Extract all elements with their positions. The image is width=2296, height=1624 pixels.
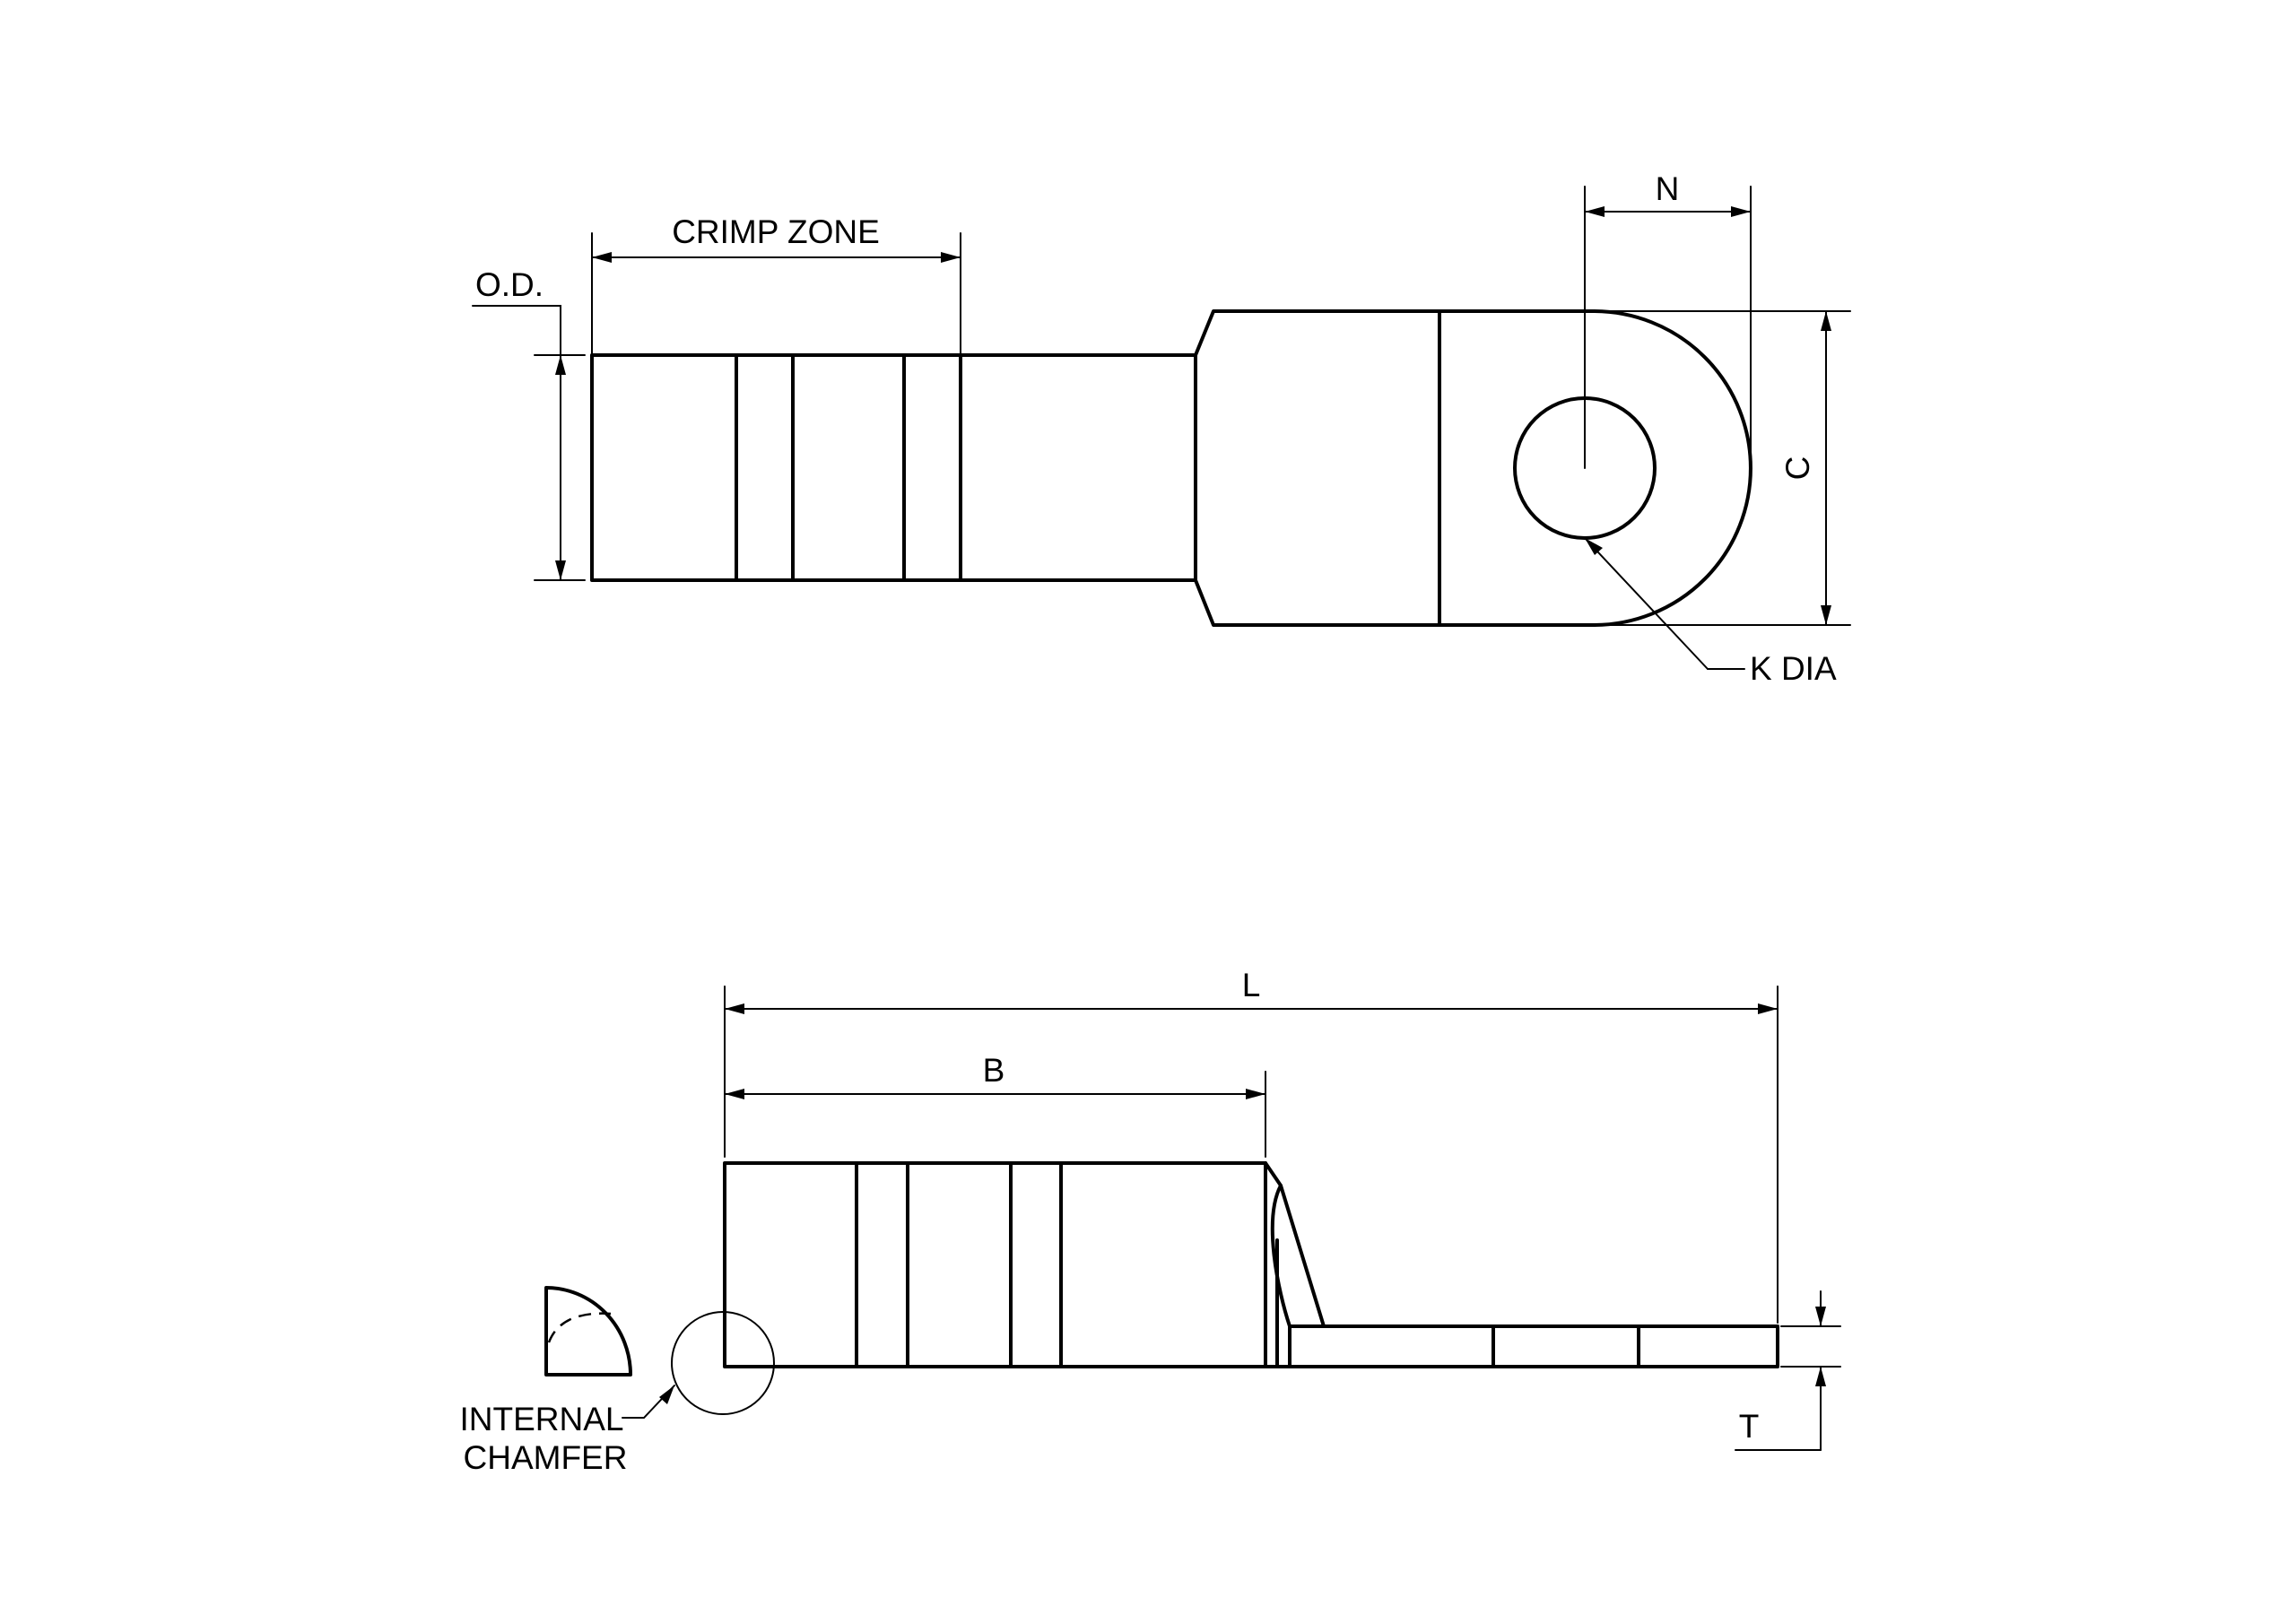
crimp-zone-label: CRIMP ZONE — [672, 213, 880, 250]
top-barrel-outline — [590, 353, 1197, 582]
chamfer-detail-circle — [671, 1311, 775, 1415]
internal-chamfer-label-line1: INTERNAL — [460, 1401, 624, 1437]
side-transition-curve — [1270, 1184, 1292, 1368]
side-tongue-outline — [1264, 1324, 1779, 1368]
internal-chamfer-label-line2: CHAMFER — [464, 1439, 628, 1476]
l-dimension: L — [724, 967, 1779, 1324]
side-view: L B T INTERNAL CHAMFER — [460, 967, 1841, 1476]
crimp-zone-dimension: CRIMP ZONE — [591, 213, 961, 354]
side-barrel-outline — [723, 1161, 1267, 1368]
od-dimension: O.D. — [472, 266, 586, 581]
top-view: CRIMP ZONE O.D. N C — [472, 170, 1851, 687]
chamfer-detail-shape — [544, 1286, 632, 1376]
k-dia-leader: K DIA — [1584, 537, 1837, 687]
chamfer-detail-hidden-line — [547, 1312, 612, 1343]
od-label: O.D. — [475, 266, 544, 303]
internal-chamfer-detail: INTERNAL CHAMFER — [460, 1286, 675, 1476]
b-dimension: B — [724, 1052, 1266, 1158]
top-tongue-outline — [1194, 309, 1752, 627]
c-label: C — [1779, 456, 1816, 481]
t-dimension: T — [1735, 1290, 1841, 1451]
n-label: N — [1656, 170, 1680, 207]
n-dimension: N — [1584, 170, 1752, 469]
l-label: L — [1242, 967, 1261, 1003]
c-dimension: C — [1596, 310, 1851, 626]
b-label: B — [983, 1052, 1005, 1089]
k-dia-label: K DIA — [1750, 650, 1837, 687]
t-label: T — [1739, 1408, 1760, 1445]
